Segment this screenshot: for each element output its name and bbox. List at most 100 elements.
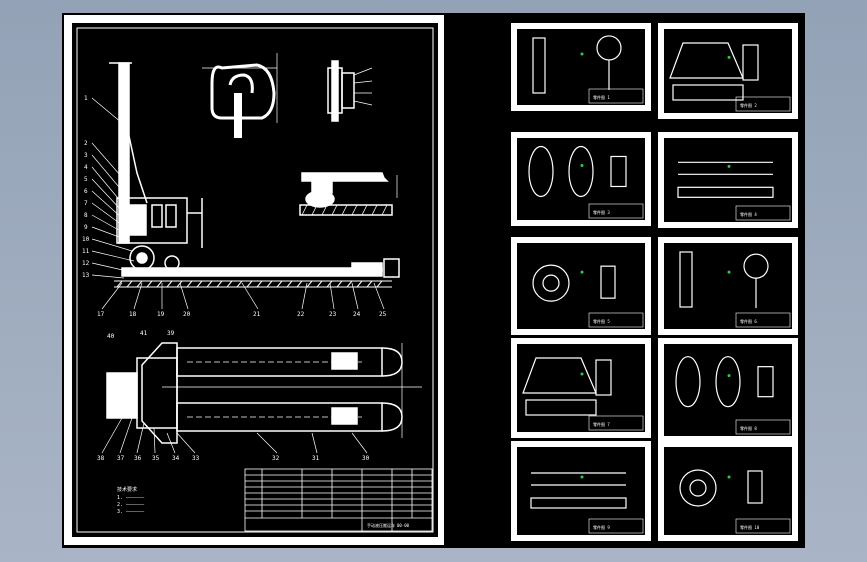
part-geometry <box>679 469 763 507</box>
technical-requirements: 技术要求 1. —————— 2. —————— 3. —————— <box>117 486 145 515</box>
left-leader-lines <box>91 97 135 279</box>
part-sheet[interactable]: 零件图 1 <box>511 23 651 111</box>
part-label: 30 <box>362 455 370 462</box>
part-labels-bottom: 17 18 19 20 21 22 23 24 25 <box>97 311 387 318</box>
title-block-number: 00-00 <box>397 523 410 528</box>
accent-marker <box>727 55 731 59</box>
part-label: 2 <box>84 140 88 147</box>
part-sheet[interactable]: 零件图 10 <box>658 441 798 541</box>
mini-title-block-text: 零件图 10 <box>740 524 760 530</box>
part-label: 11 <box>82 248 90 255</box>
accent-marker <box>580 163 584 167</box>
ground-hatch <box>114 280 392 288</box>
part-sheet[interactable]: 零件图 7 <box>511 338 651 438</box>
plan-view <box>106 342 422 444</box>
mini-title-block <box>735 518 791 534</box>
part-label: 9 <box>84 224 88 231</box>
part-label: 37 <box>117 455 125 462</box>
mini-title-block <box>735 96 791 112</box>
part-labels-plan: 40 41 39 38 37 36 35 34 33 32 31 30 <box>97 330 370 462</box>
part-sheet[interactable]: 零件图 2 <box>658 23 798 119</box>
part-label: 1 <box>84 95 88 102</box>
handle-detail-view <box>202 53 278 138</box>
tech-req-heading: 技术要求 <box>117 486 137 493</box>
part-geometry <box>532 35 622 94</box>
tech-req-line: 1. —————— <box>117 495 145 501</box>
part-geometry <box>522 357 612 416</box>
part-label: 40 <box>107 333 115 340</box>
part-label: 39 <box>167 330 175 337</box>
part-label: 35 <box>152 455 160 462</box>
mini-title-block <box>735 205 791 221</box>
part-label: 24 <box>353 311 361 318</box>
part-geometry <box>677 161 774 198</box>
part-label: 10 <box>82 236 90 243</box>
part-label: 6 <box>84 188 88 195</box>
part-sheet[interactable]: 零件图 8 <box>658 338 798 442</box>
part-label: 25 <box>379 311 387 318</box>
part-geometry <box>669 42 759 101</box>
accent-marker <box>580 52 584 56</box>
part-label: 19 <box>157 311 165 318</box>
plan-leader-lines <box>101 417 368 454</box>
cad-drawing-canvas[interactable]: 1 2 3 4 5 6 7 8 9 10 11 12 13 17 <box>62 13 805 548</box>
part-sheet[interactable]: 零件图 6 <box>658 237 798 335</box>
title-block-name: 手动液压搬运车 <box>367 522 395 528</box>
accent-marker <box>727 374 731 378</box>
part-label: 20 <box>183 311 191 318</box>
part-sheet[interactable]: 零件图 4 <box>658 132 798 228</box>
part-label: 4 <box>84 164 88 171</box>
part-label: 18 <box>129 311 137 318</box>
part-label: 21 <box>253 311 261 318</box>
accent-marker <box>727 475 731 479</box>
part-label: 5 <box>84 176 88 183</box>
bottom-leader-lines <box>101 282 385 310</box>
part-sheets-grid[interactable]: 零件图 1 零件图 2 零件图 3 零件图 4 零件图 5 零件图 6 零件图 7 零件图 8… <box>511 23 798 541</box>
mini-title-block <box>735 419 791 435</box>
part-labels-left: 1 2 3 4 5 6 7 8 9 10 11 12 13 <box>82 95 90 279</box>
accent-marker <box>727 270 731 274</box>
mini-title-block-text: 零件图 3 <box>593 209 610 215</box>
tech-req-line: 2. —————— <box>117 502 145 508</box>
part-label: 41 <box>140 330 148 337</box>
part-label: 13 <box>82 272 90 279</box>
tech-req-line: 3. —————— <box>117 509 145 515</box>
mini-title-block-text: 零件图 4 <box>740 211 757 217</box>
pump-detail-view <box>327 60 373 122</box>
part-label: 23 <box>329 311 337 318</box>
part-sheet[interactable]: 零件图 5 <box>511 237 651 335</box>
part-label: 38 <box>97 455 105 462</box>
part-label: 31 <box>312 455 320 462</box>
part-label: 3 <box>84 152 88 159</box>
part-label: 33 <box>192 455 200 462</box>
mini-title-block-text: 零件图 9 <box>593 524 610 530</box>
mini-title-block-text: 零件图 7 <box>593 421 610 427</box>
part-sheet[interactable]: 零件图 3 <box>511 132 651 226</box>
part-geometry <box>530 472 627 509</box>
part-label: 34 <box>172 455 180 462</box>
mini-title-block-text: 零件图 5 <box>593 318 610 324</box>
mini-title-block <box>588 312 644 328</box>
mini-title-block <box>588 203 644 219</box>
mini-title-block-text: 零件图 2 <box>740 102 757 108</box>
accent-marker <box>580 270 584 274</box>
parts-list-title-block[interactable] <box>244 468 433 532</box>
part-label: 12 <box>82 260 90 267</box>
main-assembly-sheet[interactable]: 1 2 3 4 5 6 7 8 9 10 11 12 13 17 <box>64 15 444 545</box>
mini-title-block <box>588 518 644 534</box>
part-geometry <box>528 145 627 198</box>
mini-title-block <box>735 312 791 328</box>
part-label: 36 <box>134 455 142 462</box>
mini-title-block <box>588 415 644 431</box>
accent-marker <box>580 372 584 376</box>
accent-marker <box>727 164 731 168</box>
part-label: 7 <box>84 200 88 207</box>
side-elevation-view <box>109 62 400 278</box>
part-label: 8 <box>84 212 88 219</box>
part-geometry <box>675 356 774 408</box>
wheel-detail-view <box>299 172 398 216</box>
cad-viewport[interactable]: 1 2 3 4 5 6 7 8 9 10 11 12 13 17 <box>62 13 805 548</box>
part-label: 17 <box>97 311 105 318</box>
part-sheet[interactable]: 零件图 9 <box>511 441 651 541</box>
part-geometry <box>532 264 616 302</box>
